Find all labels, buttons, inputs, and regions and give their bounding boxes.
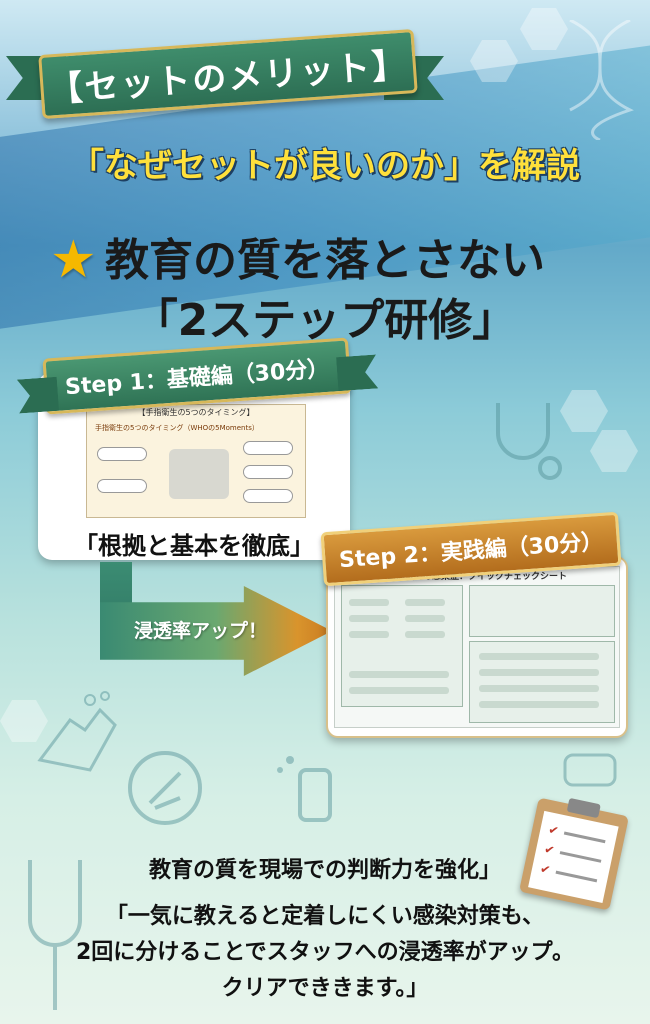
step1-thumb-title: 【手指衛生の5つのタイミング】 [137,408,255,417]
hex-decoration [560,390,608,432]
step2-sheet-title: 出向後での感染症：クイックチェックシート [386,572,567,582]
step2-sheet: 出向後での感染症：クイックチェックシート [334,566,620,728]
top-ribbon: 【セットのメリット】 [6,28,444,120]
spray-icon [277,756,332,822]
headline-two-step: 「2ステップ研修」 [133,295,517,346]
footer-line-3: 2回に分けることでスタッフへの浸透率がアップ。 [76,940,574,965]
cleaning-icon [128,751,202,825]
step2-card: 出向後での感染症：クイックチェックシート [326,556,628,738]
star-icon: ★ [50,230,97,290]
stethoscope-icon [28,860,82,1010]
arrow-label: 浸透率アップ！ [134,620,268,642]
step1-thumbnail: 【手指衛生の5つのタイミング】 手指衛生の5つのタイミング（WHOの5Momen… [86,404,306,518]
footer-line-1: 教育の質を現場での判断力を強化」 [148,858,501,883]
stethoscope-icon [496,403,562,480]
step1-caption: 「根拠と基本を徹底」 [74,532,314,560]
hex-decoration [590,430,638,472]
headline-why-set: 「なぜセットが良いのか」を解説 [70,146,580,186]
hex-decoration [520,8,568,50]
hex-decoration [0,700,48,742]
step2-ribbon-text: Step 2：実践編（30分） [338,529,605,574]
footer-line-2: 「一気に教えると定着しにくい感染対策も、 [105,904,545,929]
dna-icon [569,20,634,140]
mask-icon [563,753,617,787]
footer-line-4: クリアでききます。」 [221,976,429,1001]
step1-ribbon-text: Step 1：基礎編（30分） [64,356,331,401]
hex-decoration [470,40,518,82]
step1-thumb-note: 手指衛生の5つのタイミング（WHOの5Moments） [95,424,259,432]
headline-quality: 教育の質を落とさない [105,235,545,286]
hand-wash-icon [37,691,117,772]
